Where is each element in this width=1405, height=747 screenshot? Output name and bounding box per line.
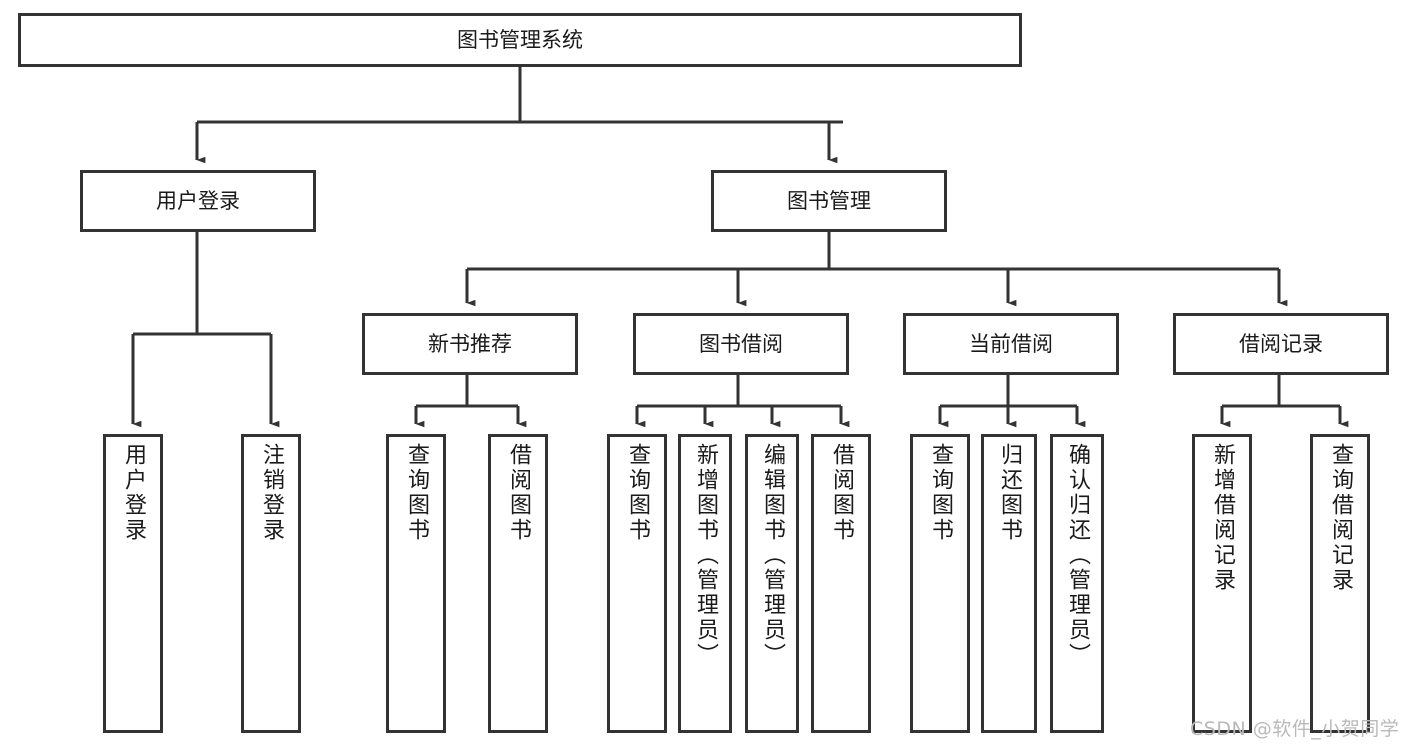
node-label: 新增借阅记录 [1210, 443, 1235, 593]
leaf-add-book-admin[interactable]: 新增图书（管理员） [678, 434, 732, 733]
node-label: 用户登录 [156, 188, 240, 213]
node-label: 查询借阅记录 [1328, 443, 1353, 593]
node-label: 借阅图书 [829, 443, 854, 543]
node-label: 图书管理系统 [457, 27, 583, 52]
node-borrow-record[interactable]: 借阅记录 [1173, 313, 1389, 375]
node-new-book-recommend[interactable]: 新书推荐 [362, 313, 578, 375]
node-book-management[interactable]: 图书管理 [711, 170, 947, 232]
node-label: 图书借阅 [699, 331, 783, 356]
leaf-query-book-cb[interactable]: 查询图书 [910, 434, 970, 733]
leaf-borrow-book-bb[interactable]: 借阅图书 [811, 434, 871, 733]
node-label: 归还图书 [997, 443, 1022, 543]
leaf-query-book-bb[interactable]: 查询图书 [607, 434, 667, 733]
node-label: 新增图书（管理员） [693, 443, 718, 668]
leaf-user-login[interactable]: 用户登录 [103, 434, 163, 733]
leaf-add-borrow-record[interactable]: 新增借阅记录 [1192, 434, 1252, 733]
leaf-query-borrow-record[interactable]: 查询借阅记录 [1310, 434, 1370, 733]
node-label: 查询图书 [404, 443, 429, 543]
node-root-book-management-system[interactable]: 图书管理系统 [18, 13, 1022, 67]
leaf-edit-book-admin[interactable]: 编辑图书（管理员） [745, 434, 799, 733]
node-label: 编辑图书（管理员） [760, 443, 785, 668]
node-label: 用户登录 [121, 443, 146, 543]
node-label: 确认归还（管理员） [1065, 443, 1090, 668]
node-label: 借阅图书 [506, 443, 531, 543]
leaf-query-book-nb[interactable]: 查询图书 [386, 434, 446, 733]
leaf-confirm-return-admin[interactable]: 确认归还（管理员） [1050, 434, 1104, 733]
node-book-borrow[interactable]: 图书借阅 [633, 313, 849, 375]
node-label: 查询图书 [625, 443, 650, 543]
node-label: 图书管理 [787, 188, 871, 213]
node-label: 当前借阅 [969, 331, 1053, 356]
node-current-borrow[interactable]: 当前借阅 [903, 313, 1119, 375]
leaf-logout[interactable]: 注销登录 [241, 434, 301, 733]
node-label: 注销登录 [259, 443, 284, 543]
node-label: 新书推荐 [428, 331, 512, 356]
node-label: 借阅记录 [1239, 331, 1323, 356]
leaf-return-book[interactable]: 归还图书 [981, 434, 1037, 733]
leaf-borrow-book-nb[interactable]: 借阅图书 [488, 434, 548, 733]
node-label: 查询图书 [928, 443, 953, 543]
node-user-login[interactable]: 用户登录 [80, 170, 316, 232]
